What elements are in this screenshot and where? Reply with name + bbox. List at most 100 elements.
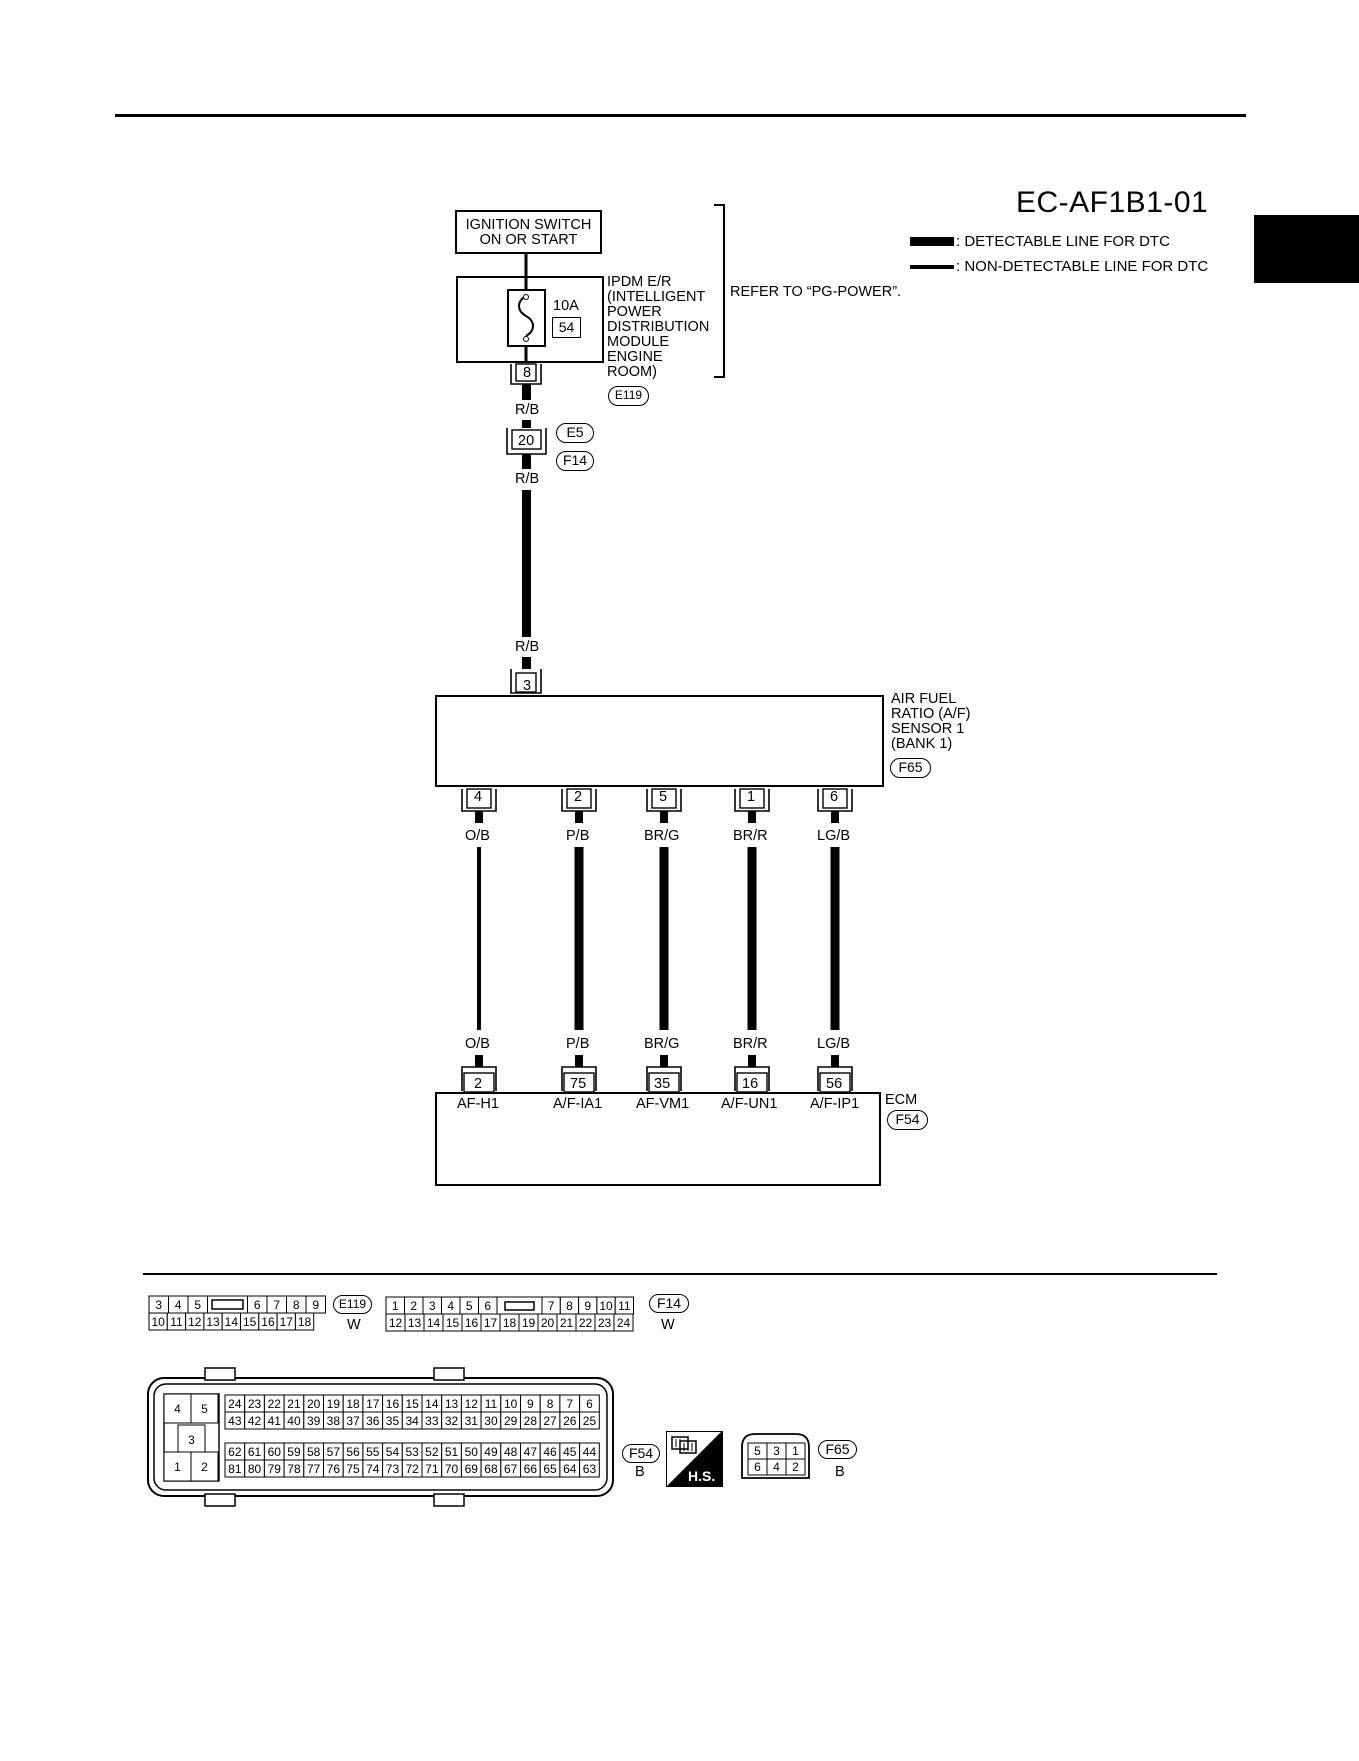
sensor-pin-frame — [466, 788, 492, 809]
refer-note: REFER TO “PG-POWER”. — [730, 284, 902, 300]
f54-r4-cell-label: 66 — [524, 1462, 538, 1476]
f54-r3-cell-label: 53 — [405, 1445, 419, 1459]
ecm-signal-af-vm1: AF-VM1 — [636, 1096, 690, 1112]
f54-r2-cell-label: 32 — [445, 1414, 459, 1428]
f14-r1-cell-label: 2 — [410, 1299, 417, 1313]
wire-pb-bottom: P/B — [566, 1036, 590, 1052]
fuse-number: 54 — [552, 317, 581, 338]
section-rule — [143, 1273, 1217, 1275]
f14-r2-cell-label: 24 — [617, 1316, 631, 1330]
f54-r1-cell-label: 16 — [386, 1397, 400, 1411]
f54-r1-cell-label: 10 — [504, 1397, 518, 1411]
ecm-pin-bracket — [461, 1066, 497, 1091]
f54-r2-cell-label: 39 — [307, 1414, 321, 1428]
ecm-pin-75: 75 — [570, 1076, 587, 1092]
f14-r1-cell-label: 3 — [429, 1299, 436, 1313]
f54-left-cell-label: 4 — [174, 1402, 181, 1416]
f54-r1-cell-label: 14 — [425, 1397, 439, 1411]
fuse-rating: 10A — [553, 298, 579, 314]
ecm-signal-af-ia1: A/F-IA1 — [553, 1096, 603, 1112]
f14-r2-cell-label: 19 — [522, 1316, 536, 1330]
f14-r1-cell-label: 5 — [466, 1299, 473, 1313]
ecm-pin-frame — [463, 1072, 495, 1093]
ecm-signal-af-ip1: A/F-IP1 — [810, 1096, 860, 1112]
f54-r2-cell-label: 26 — [563, 1414, 577, 1428]
e119-key-cell — [207, 1295, 248, 1314]
legend-non-detectable: : NON-DETECTABLE LINE FOR DTC — [910, 258, 1208, 275]
harness-side-icon: H.S. — [666, 1431, 723, 1487]
wire-rb-label-2: R/B — [515, 471, 540, 487]
f54-r1-cell-label: 15 — [405, 1397, 419, 1411]
ecm-pin-2: 2 — [474, 1076, 483, 1092]
sensor-pin-stub — [831, 811, 839, 823]
wire-lgb-bottom: LG/B — [817, 1036, 851, 1052]
sensor-pin-5: 5 — [659, 789, 668, 805]
af-sensor-box — [435, 695, 884, 787]
wire-lgb-top: LG/B — [817, 828, 851, 844]
f54-r1-cell-label: 19 — [327, 1397, 341, 1411]
e119-r2-cell — [294, 1312, 315, 1331]
wire-segment — [830, 847, 840, 1030]
f14-r2-cell-label: 21 — [560, 1316, 574, 1330]
ecm-signal-af-h1: AF-H1 — [457, 1096, 499, 1112]
f54-r4-cell-label: 70 — [445, 1462, 459, 1476]
f54-left-cell — [190, 1393, 219, 1424]
e119-r2-cell-label: 16 — [261, 1315, 275, 1329]
f54-r4-cell — [579, 1459, 600, 1478]
connector-f65-color: B — [835, 1464, 845, 1480]
f54-r2-cell-label: 37 — [346, 1414, 360, 1428]
ignition-switch-label: IGNITION SWITCH ON OR START — [465, 217, 592, 248]
f54-r3-cell-label: 50 — [465, 1445, 479, 1459]
connector-f54-tag: F54 — [887, 1110, 928, 1130]
ecm-pin-stub — [748, 1055, 756, 1067]
ecm-pin-bracket — [561, 1066, 597, 1091]
f54-r3-cell-label: 47 — [524, 1445, 538, 1459]
f54-r3-cell-label: 56 — [346, 1445, 360, 1459]
f54-r3-cell-label: 59 — [287, 1445, 301, 1459]
legend-detectable: : DETECTABLE LINE FOR DTC — [910, 233, 1170, 250]
connector-e119-tag: E119 — [608, 386, 649, 406]
sensor-pin-6: 6 — [830, 789, 839, 805]
f14-r1-cell-label: 6 — [484, 1299, 491, 1313]
f14-r2-cell-label: 12 — [389, 1316, 403, 1330]
sensor-pin-4: 4 — [474, 789, 483, 805]
wire-segment — [747, 847, 757, 1030]
ecm-box — [435, 1092, 881, 1186]
e119-r2-cell-label: 12 — [188, 1315, 202, 1329]
wire-pb-top: P/B — [566, 828, 590, 844]
connector-f14-tag: F14 — [556, 451, 594, 471]
f54-r2-cell-label: 38 — [327, 1414, 341, 1428]
f54-r2-cell-label: 41 — [268, 1414, 282, 1428]
ecm-pin-16: 16 — [742, 1076, 759, 1092]
f65-r1-cell-label: 3 — [773, 1444, 780, 1458]
connector-f54-color: B — [635, 1464, 645, 1480]
e119-r1-cell-label: 3 — [155, 1298, 162, 1312]
sensor-pin-1: 1 — [747, 789, 756, 805]
f65-r2-cell — [785, 1458, 806, 1476]
f54-r3-cell-label: 58 — [307, 1445, 321, 1459]
f54-r2-cell-label: 25 — [583, 1414, 597, 1428]
wire-segment — [659, 847, 669, 1030]
f14-key — [504, 1301, 535, 1311]
f54-r1-cell-label: 17 — [366, 1397, 380, 1411]
ecm-pin-bracket — [817, 1066, 853, 1091]
f54-left-cell-label: 2 — [201, 1460, 208, 1474]
connector-f14-face-tag: F14 — [649, 1294, 689, 1313]
f14-r2-cell-label: 18 — [503, 1316, 517, 1330]
f54-left-cell-label: 1 — [174, 1460, 181, 1474]
e119-r2-cell-label: 17 — [280, 1315, 294, 1329]
wire-brr-top: BR/R — [733, 828, 768, 844]
f54-r1-cell-label: 6 — [586, 1397, 593, 1411]
f14-r1b-cell-label: 7 — [548, 1299, 555, 1313]
f65-r2-cell-label: 6 — [754, 1460, 761, 1474]
f54-r4-cell-label: 67 — [504, 1462, 518, 1476]
ecm-pin-stub — [660, 1055, 668, 1067]
f54-latch — [204, 1493, 236, 1507]
e119-r2-cell-label: 11 — [170, 1315, 183, 1329]
f54-r4-cell-label: 79 — [268, 1462, 282, 1476]
ecm-pin-frame — [648, 1072, 680, 1093]
f54-r1-cell-label: 22 — [268, 1397, 282, 1411]
ecm-pin-frame — [819, 1072, 851, 1093]
f54-r3-cell-label: 60 — [268, 1445, 282, 1459]
